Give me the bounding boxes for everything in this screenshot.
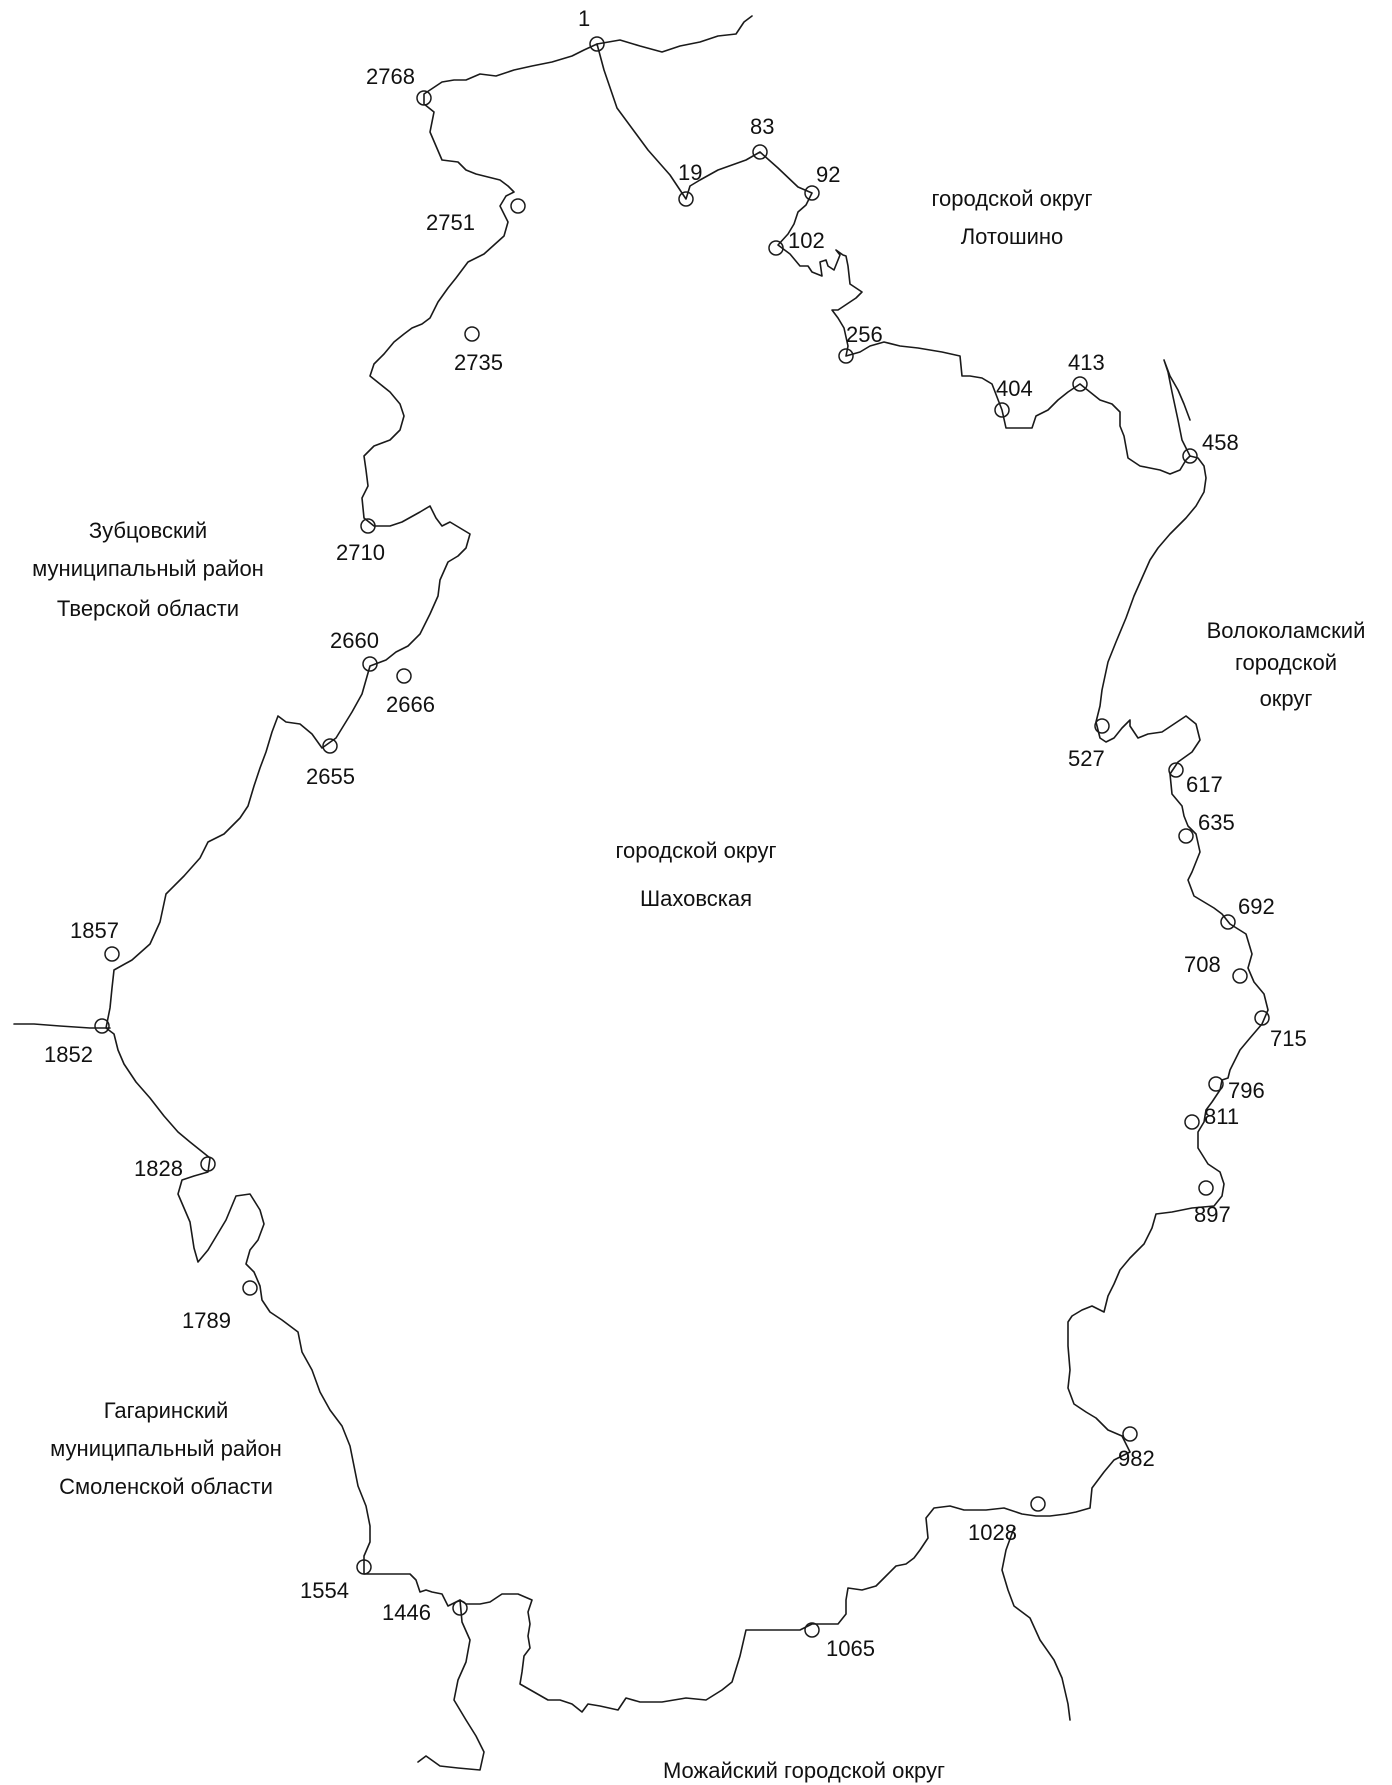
point-marker-1028 [1030, 1496, 1046, 1512]
point-marker-92 [804, 185, 820, 201]
point-marker-2710 [360, 518, 376, 534]
point-marker-2735 [464, 326, 480, 342]
point-label: 982 [1118, 1446, 1155, 1471]
point-label: 527 [1068, 746, 1105, 771]
point-label: 715 [1270, 1026, 1307, 1051]
point-label: 617 [1186, 772, 1223, 797]
point-marker-982 [1122, 1426, 1138, 1442]
point-marker-2751 [510, 198, 526, 214]
point-label: 102 [788, 228, 825, 253]
point-label: 1 [578, 6, 590, 31]
region-label-center: Шаховская [640, 886, 752, 911]
point-marker-458 [1182, 448, 1198, 464]
point-label: 2655 [306, 764, 355, 789]
region-label-center: городской округ [616, 838, 777, 863]
point-marker-1446 [452, 1600, 468, 1616]
region-label-northwest: Тверской области [57, 596, 239, 621]
point-marker-1 [589, 36, 605, 52]
point-label: 897 [1194, 1202, 1231, 1227]
point-marker-692 [1220, 914, 1236, 930]
point-marker-811 [1184, 1114, 1200, 1130]
region-label-east: Волоколамский [1207, 618, 1366, 643]
region-label-southwest: муниципальный район [50, 1436, 282, 1461]
region-label-east: округ [1260, 686, 1313, 711]
point-marker-1828 [200, 1156, 216, 1172]
point-marker-1857 [104, 946, 120, 962]
point-label: 2666 [386, 692, 435, 717]
point-label: 404 [996, 376, 1033, 401]
point-label: 811 [1204, 1104, 1239, 1129]
point-marker-102 [768, 240, 784, 256]
point-label: 1852 [44, 1042, 93, 1067]
point-marker-635 [1178, 828, 1194, 844]
point-marker-1065 [804, 1622, 820, 1638]
point-label: 1446 [382, 1600, 431, 1625]
point-marker-708 [1232, 968, 1248, 984]
point-label: 256 [846, 322, 883, 347]
point-label: 2751 [426, 210, 475, 235]
point-marker-1852 [94, 1018, 110, 1034]
boundary-spur-south [417, 1599, 485, 1771]
point-label: 635 [1198, 810, 1235, 835]
region-label-south: Можайский городской округ [663, 1758, 945, 1783]
point-marker-19 [678, 191, 694, 207]
point-label: 92 [816, 162, 840, 187]
point-label: 796 [1228, 1078, 1265, 1103]
point-label: 2710 [336, 540, 385, 565]
point-label: 413 [1068, 350, 1105, 375]
region-label-north: городской округ [932, 186, 1093, 211]
point-marker-897 [1198, 1180, 1214, 1196]
point-label: 458 [1202, 430, 1239, 455]
point-label: 1828 [134, 1156, 183, 1181]
point-marker-413 [1072, 376, 1088, 392]
point-label: 2768 [366, 64, 415, 89]
point-labels: 1 19 83 92 102 256 404 413 458 527 617 6… [44, 6, 1307, 1661]
point-label: 1065 [826, 1636, 875, 1661]
boundary-spur-southeast [1001, 1527, 1071, 1721]
point-marker-617 [1168, 762, 1184, 778]
point-markers [94, 36, 1270, 1638]
region-label-northwest: Зубцовский [89, 518, 207, 543]
point-marker-1789 [242, 1280, 258, 1296]
point-marker-715 [1254, 1010, 1270, 1026]
point-marker-1554 [356, 1559, 372, 1575]
point-label: 83 [750, 114, 774, 139]
district-boundary [105, 43, 1269, 1713]
point-label: 692 [1238, 894, 1275, 919]
boundary-spur-west [13, 1023, 111, 1029]
point-label: 1789 [182, 1308, 231, 1333]
region-label-east: городской [1235, 650, 1337, 675]
region-label-northwest: муниципальный район [32, 556, 264, 581]
boundary-spur-north [596, 15, 753, 53]
point-label: 1857 [70, 918, 119, 943]
region-label-north: Лотошино [961, 224, 1064, 249]
point-label: 708 [1184, 952, 1221, 977]
point-label: 2735 [454, 350, 503, 375]
point-marker-256 [838, 348, 854, 364]
point-label: 1028 [968, 1520, 1017, 1545]
point-marker-83 [752, 144, 768, 160]
point-marker-796 [1208, 1076, 1224, 1092]
point-marker-2768 [416, 90, 432, 106]
point-marker-2666 [396, 668, 412, 684]
point-marker-2655 [322, 738, 338, 754]
region-label-southwest: Смоленской области [59, 1474, 273, 1499]
point-label: 1554 [300, 1578, 349, 1603]
region-label-southwest: Гагаринский [104, 1398, 229, 1423]
point-marker-404 [994, 402, 1010, 418]
point-marker-2660 [362, 656, 378, 672]
point-label: 2660 [330, 628, 379, 653]
point-label: 19 [678, 160, 702, 185]
region-labels: городской округ Шаховская городской окру… [32, 186, 1365, 1783]
boundary-spur-lotoshino [1163, 359, 1191, 457]
point-marker-527 [1094, 718, 1110, 734]
